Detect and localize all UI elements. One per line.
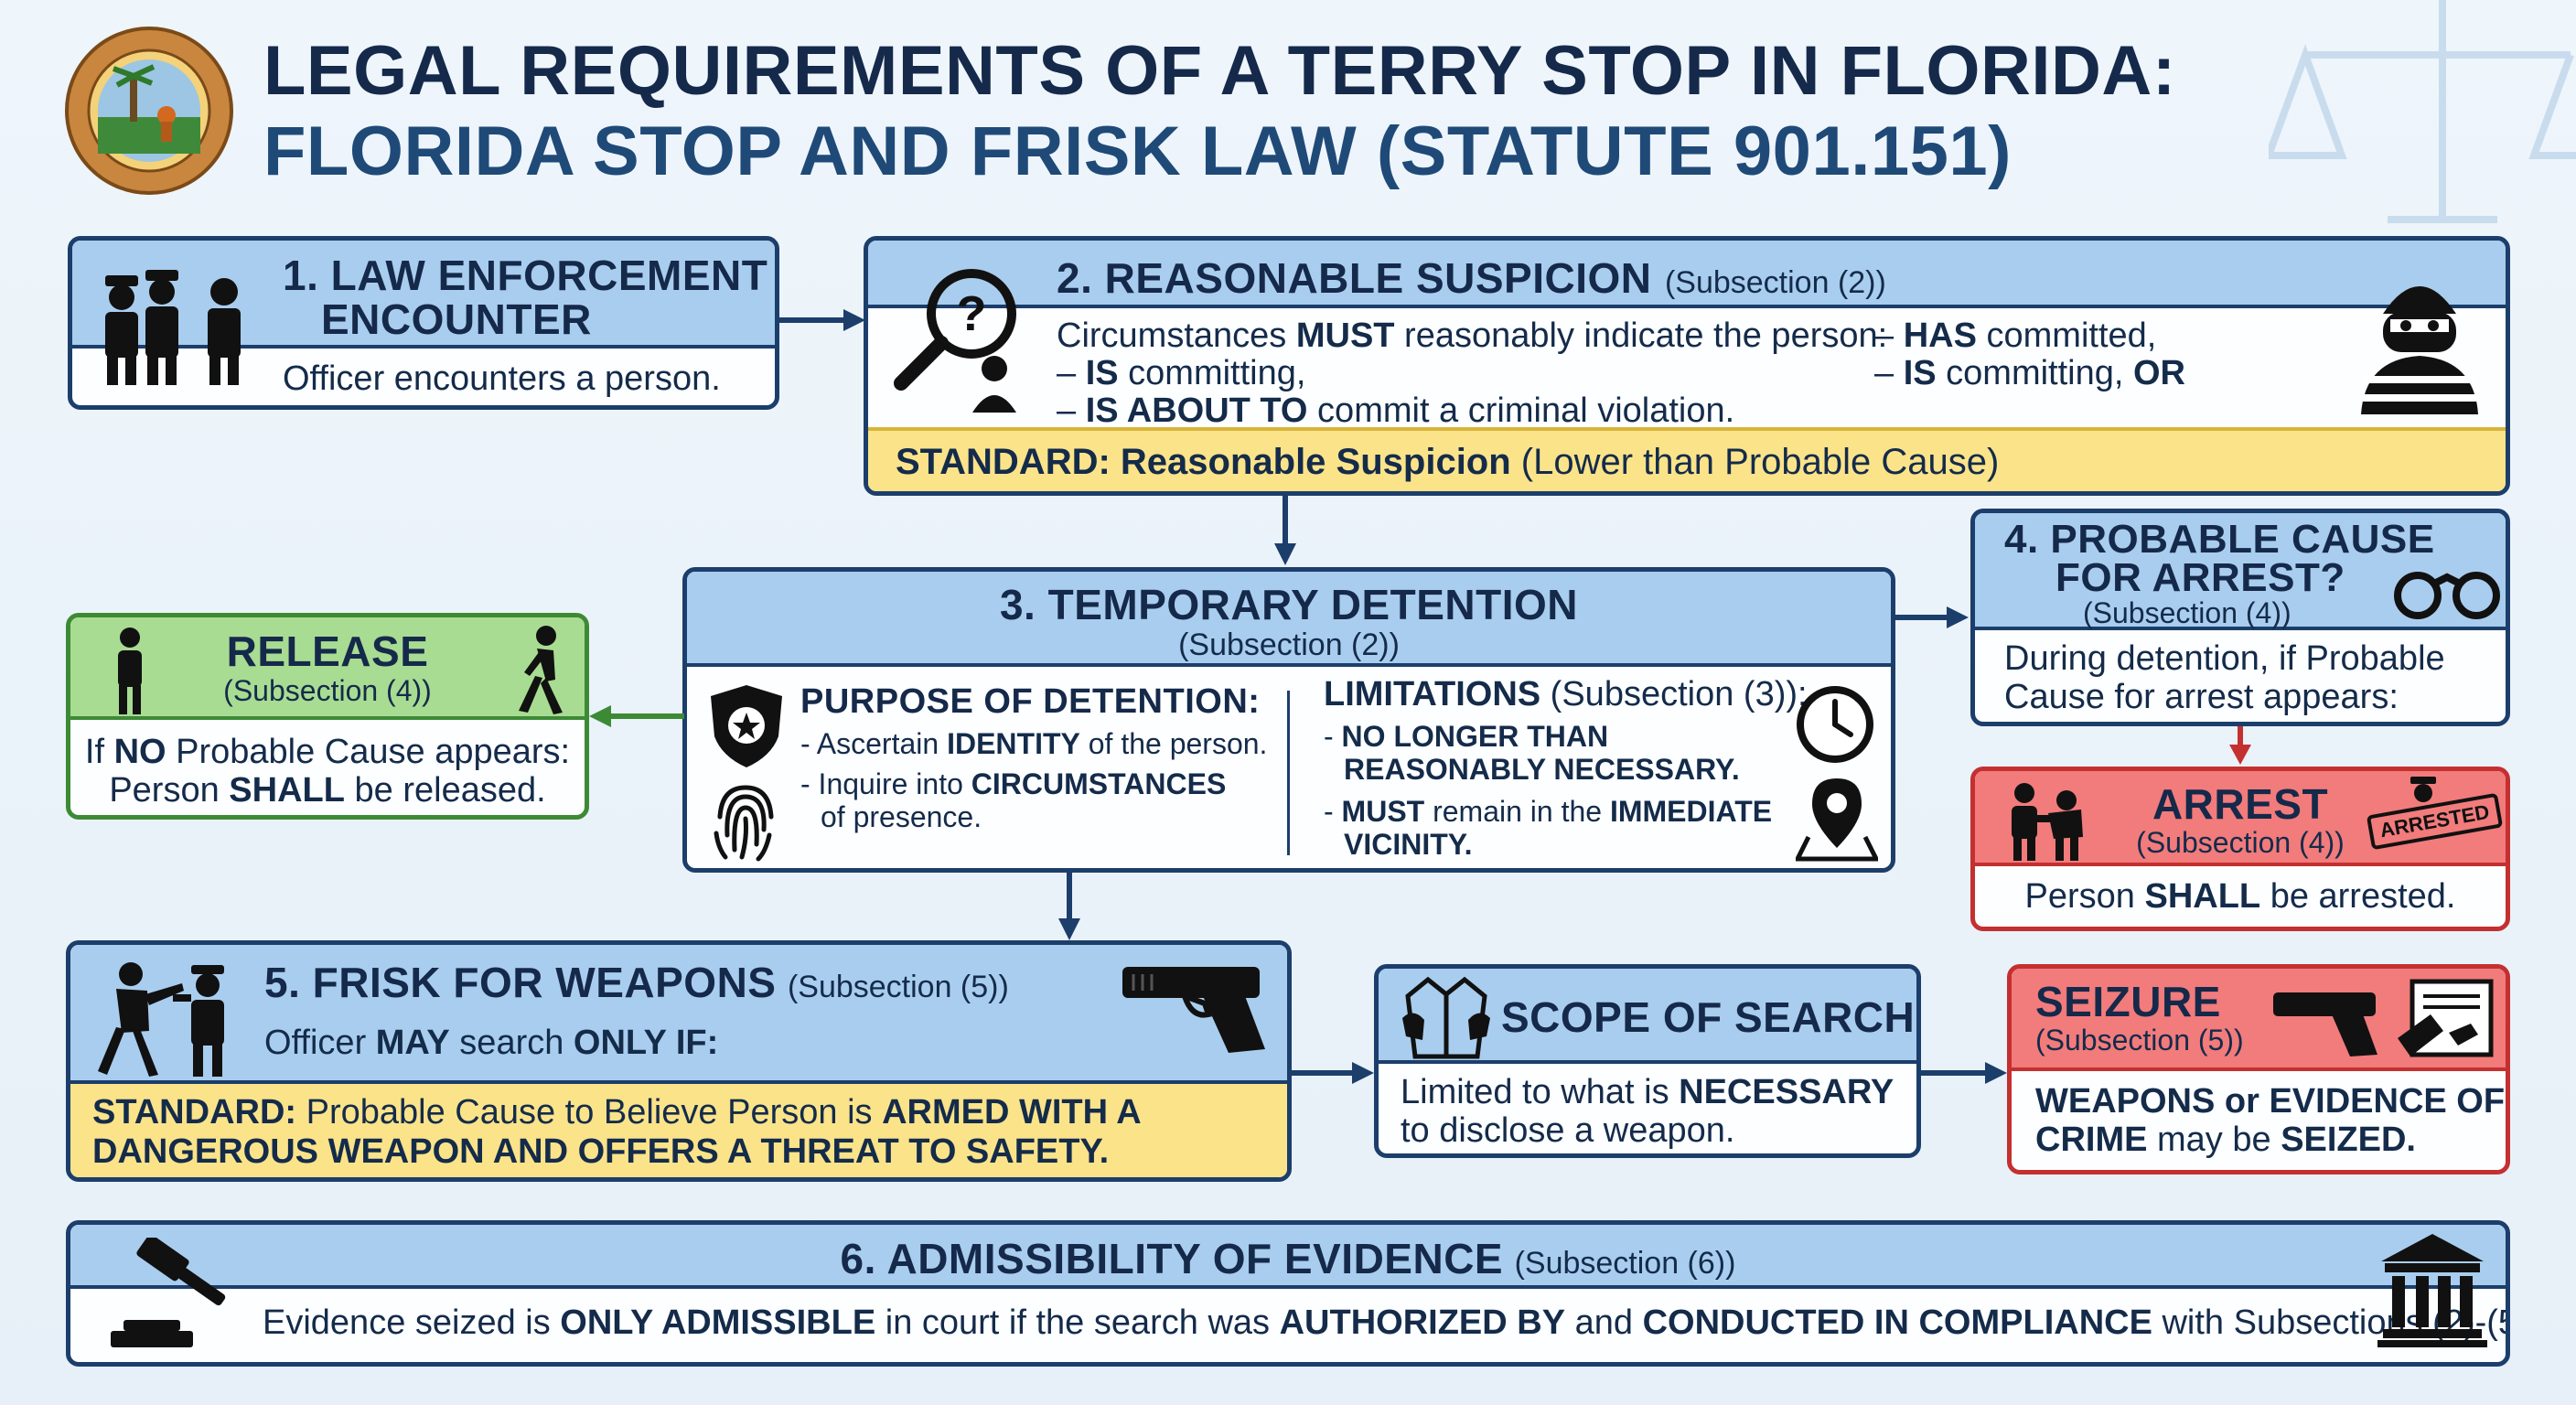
arrow-5-to-scope: [1292, 1062, 1374, 1084]
florida-seal-icon: [65, 27, 233, 195]
arrest-title: ARREST: [2152, 780, 2329, 828]
box4-title-line2: FOR ARREST?: [2055, 555, 2345, 600]
arrow-1-to-2: [779, 309, 865, 331]
arrest-subsection: (Subsection (4)): [2136, 826, 2345, 859]
box-arrest: ARREST (Subsection (4)) Person SHALL be …: [1970, 767, 2510, 931]
arrow-4-to-arrest: [2229, 726, 2251, 765]
box2-body-right: – HAS committed, – IS committing, OR: [1874, 317, 2185, 392]
masked-robber-icon: [2361, 286, 2478, 414]
seizure-text: WEAPONS or EVIDENCE OF CRIME may be SEIZ…: [2035, 1082, 2506, 1159]
box2-body: Circumstances MUST reasonably indicate t…: [1057, 316, 1888, 430]
title-line-2: FLORIDA STOP AND FRISK LAW (STATUTE 901.…: [263, 113, 2012, 190]
fingerprint-icon: [714, 785, 774, 862]
box2-header: 2. REASONABLE SUSPICION (Subsection (2)): [868, 241, 2506, 308]
clock-icon: [1797, 686, 1873, 763]
box6-text: Evidence seized is ONLY ADMISSIBLE in co…: [263, 1303, 2510, 1342]
officer-stamp-icon: [2410, 777, 2436, 802]
box3-header: 3. TEMPORARY DETENTION (Subsection (2)): [687, 572, 1891, 667]
box2-standard-bar: STANDARD: Reasonable Suspicion (Lower th…: [868, 427, 2506, 491]
seizure-subsection: (Subsection (5)): [2035, 1024, 2244, 1056]
box3-purpose: PURPOSE OF DETENTION: - Ascertain IDENTI…: [800, 682, 1268, 833]
box3-divider: [1287, 691, 1290, 855]
box6-title: 6. ADMISSIBILITY OF EVIDENCE: [840, 1235, 1504, 1282]
box4-header: 4. PROBABLE CAUSE FOR ARREST? (Subsectio…: [1975, 513, 2506, 630]
box2-standard-label: STANDARD: Reasonable Suspicion: [896, 442, 1511, 482]
svg-text:?: ?: [957, 286, 987, 341]
box-probable-cause: 4. PROBABLE CAUSE FOR ARREST? (Subsectio…: [1970, 509, 2510, 726]
hands-frisking-jacket-icon: [1402, 976, 1490, 1059]
page-title: LEGAL REQUIREMENTS OF A TERRY STOP IN FL…: [263, 31, 2176, 192]
scope-title: SCOPE OF SEARCH: [1501, 993, 1916, 1041]
box-scope-of-search: SCOPE OF SEARCH Limited to what is NECES…: [1374, 964, 1921, 1158]
box3-title: 3. TEMPORARY DETENTION: [999, 581, 1579, 628]
person-walking-icon: [519, 626, 563, 714]
officer-arresting-icon: [2012, 783, 2083, 861]
arrow-2-to-3: [1274, 496, 1296, 565]
arrow-3-to-4: [1895, 606, 1969, 628]
box2-item-has-committed: – HAS committed,: [1874, 316, 2157, 355]
box4-title-line1: 4. PROBABLE CAUSE: [2004, 517, 2435, 562]
box-frisk-for-weapons: 5. FRISK FOR WEAPONS (Subsection (5)) Of…: [66, 940, 1292, 1182]
box2-subsection: (Subsection (2)): [1664, 265, 1886, 300]
box-release: RELEASE (Subsection (4)) If NO Probable …: [66, 613, 589, 820]
evidence-bag-icon: [2398, 979, 2494, 1057]
person-standing-icon: [118, 627, 142, 714]
officer-frisking-icon: [98, 962, 224, 1077]
arrow-3-to-5: [1058, 873, 1080, 940]
box-reasonable-suspicion: 2. REASONABLE SUSPICION (Subsection (2))…: [864, 236, 2510, 496]
arrow-scope-to-seizure: [1921, 1062, 2007, 1084]
box5-header: 5. FRISK FOR WEAPONS (Subsection (5)) Of…: [70, 945, 1287, 1084]
box3-limitations: LIMITATIONS (Subsection (3)): - NO LONGE…: [1324, 675, 1808, 861]
arrow-3-to-release: [589, 705, 684, 727]
box-admissibility-of-evidence: 6. ADMISSIBILITY OF EVIDENCE (Subsection…: [66, 1220, 2510, 1367]
gavel-icon: [111, 1238, 226, 1347]
box-seizure: SEIZURE (Subsection (5)) WEAPONS or EVID…: [2007, 964, 2510, 1174]
handgun-seized-icon: [2273, 992, 2377, 1056]
handgun-icon: [1122, 967, 1265, 1053]
box-law-enforcement-encounter: 1. LAW ENFORCEMENT ENCOUNTER Officer enc…: [68, 236, 779, 410]
box5-standard-bar: STANDARD: Probable Cause to Believe Pers…: [70, 1084, 1287, 1177]
title-line-1: LEGAL REQUIREMENTS OF A TERRY STOP IN FL…: [263, 32, 2176, 110]
police-badge-icon: [711, 685, 782, 767]
handcuffs-icon: [2394, 572, 2500, 619]
release-header: RELEASE (Subsection (4)): [70, 617, 585, 720]
location-pin-icon: [1796, 778, 1878, 862]
background-scales-icon: [2269, 0, 2576, 223]
box6-header: 6. ADMISSIBILITY OF EVIDENCE (Subsection…: [70, 1225, 2506, 1289]
box2-item-is-committing-or: – IS committing, OR: [1874, 354, 2185, 392]
release-title: RELEASE: [226, 627, 429, 675]
box5-subsection: (Subsection (5)): [787, 970, 1009, 1004]
seizure-title: SEIZURE: [2035, 978, 2221, 1025]
box1-text: Officer encounters a person.: [283, 359, 721, 398]
box1-title-line1: 1. LAW ENFORCEMENT: [283, 252, 768, 299]
box2-title: 2. REASONABLE SUSPICION: [1057, 254, 1652, 302]
scope-header: SCOPE OF SEARCH: [1379, 969, 1916, 1064]
box5-condition: Officer MAY search ONLY IF:: [264, 1024, 719, 1062]
box4-text: During detention, if Probable Cause for …: [2004, 639, 2445, 716]
box2-item-is-committing: – IS committing,: [1057, 354, 1306, 392]
scope-text: Limited to what is NECESSARY to disclose…: [1401, 1073, 1894, 1150]
release-subsection: (Subsection (4)): [223, 674, 432, 707]
box2-item-about-to: – IS ABOUT TO commit a criminal violatio…: [1057, 391, 1735, 430]
courthouse-icon: [2377, 1234, 2487, 1347]
box1-title-line2: ENCOUNTER: [321, 295, 592, 343]
box2-standard-note: (Lower than Probable Cause): [1510, 442, 2000, 482]
release-text: If NO Probable Cause appears: Person SHA…: [84, 733, 571, 810]
box4-subsection: (Subsection (4)): [2083, 596, 2292, 629]
box5-title: 5. FRISK FOR WEAPONS: [264, 959, 777, 1006]
magnifier-question-icon: ?: [894, 269, 1016, 413]
arrest-text: Person SHALL be arrested.: [2024, 877, 2456, 916]
box3-subsection: (Subsection (2)): [1178, 627, 1400, 662]
box6-subsection: (Subsection (6)): [1514, 1246, 1736, 1281]
box1-header: 1. LAW ENFORCEMENT ENCOUNTER: [72, 241, 775, 349]
box-temporary-detention: 3. TEMPORARY DETENTION (Subsection (2)) …: [682, 567, 1895, 873]
police-officers-icon: [105, 270, 241, 385]
